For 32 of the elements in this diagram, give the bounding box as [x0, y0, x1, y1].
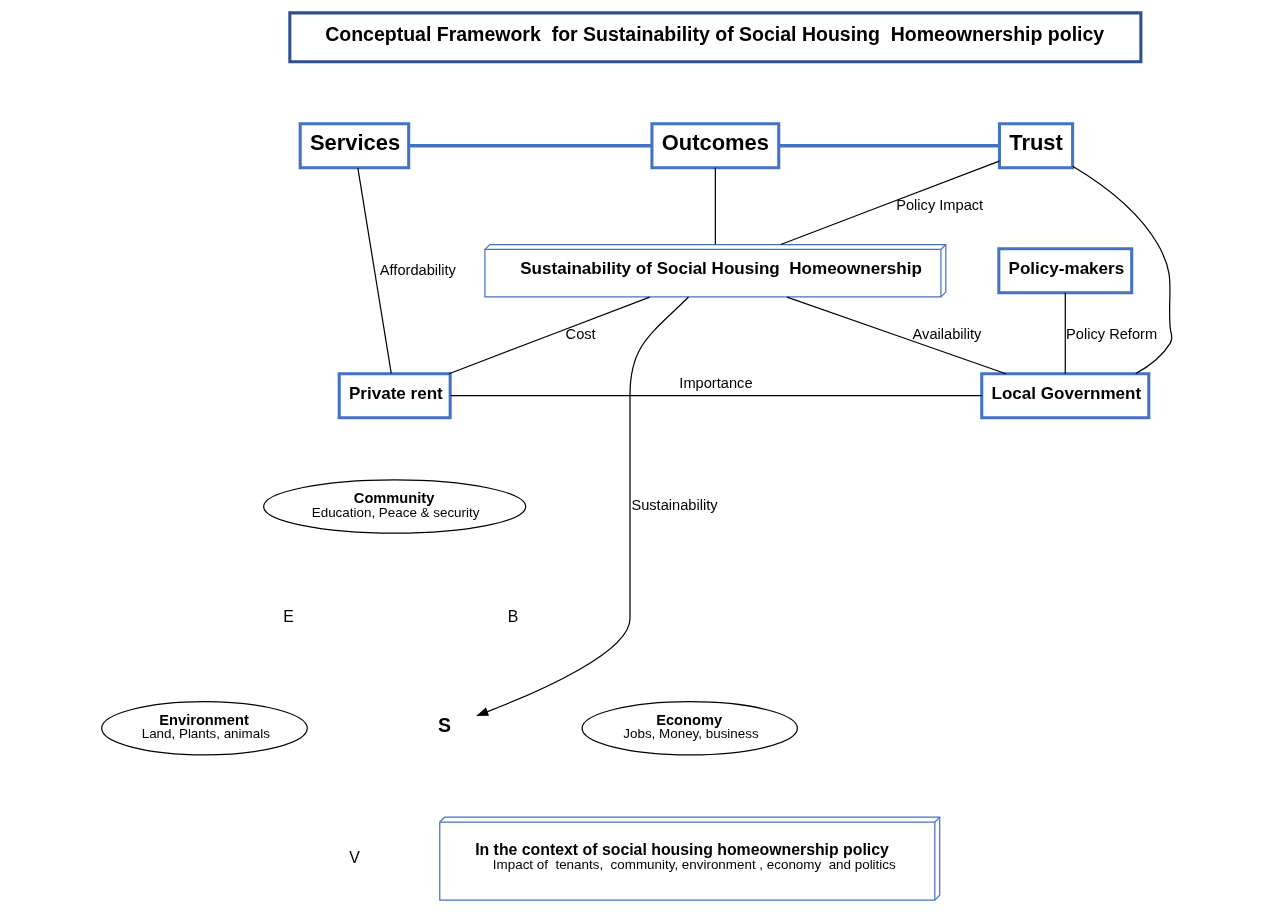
node-box: Trust: [997, 122, 1074, 170]
connector: [447, 296, 650, 375]
label: V: [348, 848, 360, 866]
connector: [785, 296, 1006, 375]
label: E: [282, 607, 294, 625]
connector: [408, 143, 652, 148]
edge-label: Sustainability: [630, 497, 718, 514]
edge-label: Affordability: [379, 261, 456, 278]
edge-label: Availability: [912, 326, 981, 343]
label: B: [507, 607, 518, 625]
node-box: Outcomes: [649, 122, 780, 170]
edge-label: Importance: [678, 374, 753, 391]
arrow: [475, 296, 689, 716]
node-box: Conceptual Framework for Sustainability of Social Housing Homeownership policy: [287, 11, 1142, 64]
node-box: Private rent: [337, 372, 452, 420]
connector: [356, 167, 392, 375]
node-box: Local Government: [979, 372, 1150, 420]
connector: [1071, 165, 1172, 375]
edge-label: Cost: [565, 326, 596, 343]
node-ellipse: Community Education, Peace & security: [262, 479, 526, 534]
node-text: S: [437, 713, 451, 736]
node-ellipse: Economy Jobs, Money, business: [581, 701, 798, 756]
connector: [778, 143, 999, 148]
node-box: Policy-makers: [996, 247, 1133, 295]
node-ellipse: Environment Land, Plants, animals: [100, 701, 308, 756]
connector: [779, 160, 1000, 246]
edge-label: Policy Impact: [895, 196, 983, 213]
connector: [714, 167, 716, 245]
node-box: Services: [298, 122, 410, 170]
connector: [1064, 292, 1066, 375]
edge-label: Policy Reform: [1065, 326, 1157, 343]
connector: [449, 395, 982, 397]
